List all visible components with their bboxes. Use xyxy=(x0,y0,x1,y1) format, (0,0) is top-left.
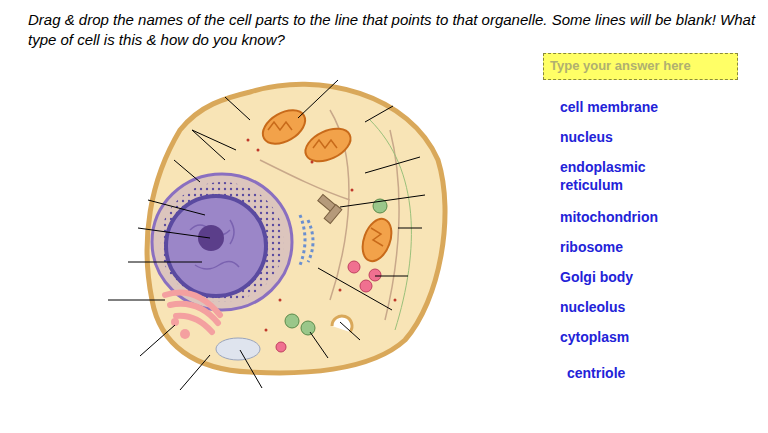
nucleus xyxy=(166,196,266,296)
word-bank-term: nucleus xyxy=(560,128,613,146)
word-bank-term: endoplasmic reticulum xyxy=(560,158,670,194)
word-bank-term: ribosome xyxy=(560,238,623,256)
answer-box: Type your answer here xyxy=(543,53,738,80)
nucleolus xyxy=(198,225,224,251)
word-bank-term: mitochondrion xyxy=(560,208,658,226)
free-ribosomes xyxy=(247,139,397,332)
centriole xyxy=(318,195,342,224)
word-bank-term: centriole xyxy=(567,364,625,382)
vesicle xyxy=(180,329,190,339)
golgi-body xyxy=(300,215,313,265)
placeholder-text: Type your answer here xyxy=(544,54,737,77)
cristae xyxy=(268,122,383,246)
ribosome-dots xyxy=(160,182,284,302)
leader-lines xyxy=(108,80,425,390)
vesicle xyxy=(171,318,179,326)
mitochondria xyxy=(257,103,397,265)
rough-er xyxy=(152,174,292,310)
word-bank-term: nucleolus xyxy=(560,298,625,316)
word-bank-term: cytoplasm xyxy=(560,328,629,346)
rough-er-outline xyxy=(152,174,292,310)
cell-membrane xyxy=(147,84,445,373)
word-bank-term: cell membrane xyxy=(560,98,658,116)
vacuole xyxy=(216,338,260,360)
word-bank-term: Golgi body xyxy=(560,268,633,286)
instructions: Drag & drop the names of the cell parts … xyxy=(28,10,763,50)
